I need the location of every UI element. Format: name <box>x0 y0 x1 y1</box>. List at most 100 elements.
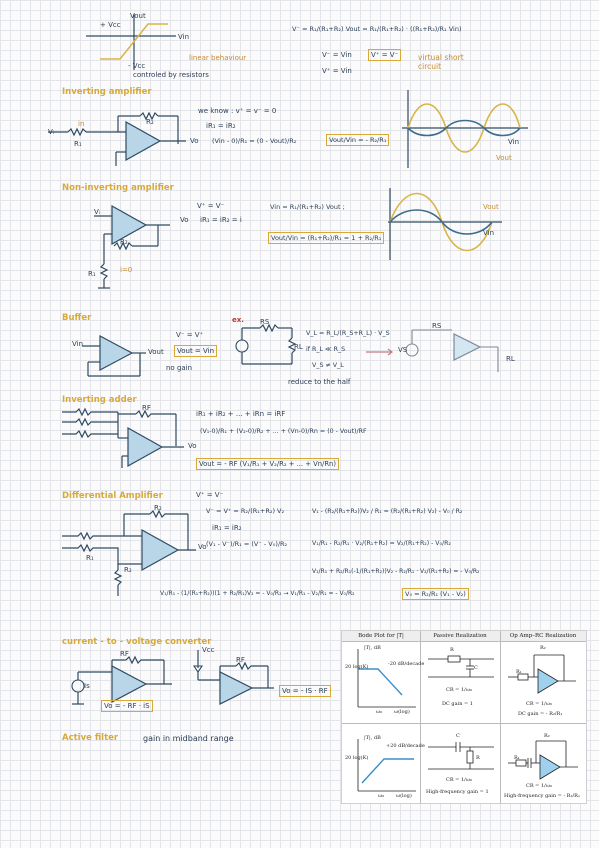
noninv-vo-label: Vo <box>180 216 189 224</box>
buffer-title: Buffer <box>62 313 92 323</box>
bode-highpass <box>357 739 416 792</box>
r2-cr2: CR = 1/ω₀ <box>526 783 552 789</box>
noninv-r2-label: R₂ <box>120 238 128 246</box>
voltage-divider-circuit <box>235 323 297 365</box>
adder-rf-label: RF <box>142 404 151 412</box>
r2-db: |T|, dB <box>364 735 381 741</box>
vplus-vin: V⁺ = Vin <box>322 67 352 75</box>
diff-veq: V⁺ = V⁻ <box>196 491 224 499</box>
opamp-highpass <box>508 740 578 780</box>
active-title: Active filter <box>62 733 119 743</box>
table-header-passive: Passive Realization <box>433 633 487 639</box>
noninv-vin-wave-label: Vin <box>483 229 495 237</box>
diff-right2: V₁/R₁ - R₂/R₁ · V₂/(R₁+R₂) = V₂/(R₁+R₂) … <box>312 540 451 547</box>
buffered-rl-label: RL <box>506 355 515 363</box>
adder-circuit <box>62 407 184 468</box>
adder-result: Vout = - RF (V₁/R₁ + V₂/R₂ + ... + Vn/Rn… <box>196 458 340 470</box>
diff-vo-label: Vo <box>198 543 207 551</box>
differential-circuit <box>62 509 196 596</box>
r2-hf: High-frequency gain = 1 <box>426 789 489 795</box>
r1-r-label: R <box>450 647 454 653</box>
divider-vs-vl: V_S ≠ V_L <box>312 362 344 369</box>
vminus-equation: V⁻ = R₁/(R₁+R₂) Vout = R₁/(R₁+R₂) · ((R₁… <box>292 25 462 33</box>
transfer-characteristic-plot <box>86 14 176 70</box>
diff-line2: iR₁ = iR₂ <box>212 524 242 532</box>
buffered-vs-label: VS <box>398 346 408 354</box>
inv-vin-wave-label: Vin <box>508 138 520 146</box>
noninverting-waveform <box>388 188 502 260</box>
inv-currents: iR₁ = iR₂ <box>206 122 236 130</box>
inv-in-label: in <box>78 120 85 128</box>
converter-circuit-right <box>192 650 274 705</box>
r2-r1-label: R₁ <box>514 755 520 761</box>
r1-db: |T|, dB <box>364 645 381 651</box>
virtual-short-equation: V⁺ = V⁻ <box>368 49 402 61</box>
conv-left-result: Vo = - RF · iS <box>101 700 153 712</box>
table-header-bode: Bode Plot for |T| <box>358 633 404 639</box>
inv-we-know: we know : v⁺ = v⁻ = 0 <box>198 107 277 115</box>
diff-r2b-label: R₂ <box>124 566 132 574</box>
buffer-veq: V⁻ = V⁺ <box>176 331 204 339</box>
buffer-vout-label: Vout <box>148 348 164 356</box>
diff-right3: V₁/R₁ + R₂/R₁(-1/(R₁+R₂))V₂ - R₂/R₁ · V₂… <box>312 568 480 575</box>
buffer-no-gain: no gain <box>166 364 193 372</box>
converter-title: current - to - voltage converter <box>62 637 212 647</box>
r2-hf2: High-frequency gain = - R₂/R₁ <box>504 793 580 799</box>
inverting-title: Inverting amplifier <box>62 87 152 97</box>
noninv-veq: V⁺ = V⁻ <box>197 202 225 210</box>
passive-lowpass <box>428 655 494 678</box>
r2-r2-label: R₂ <box>544 733 550 739</box>
conv-is-label: Is <box>84 682 90 690</box>
vcc-label: + Vcc <box>100 21 121 29</box>
adder-equation: (V₁-0)/R₁ + (V₂-0)/R₂ + ... + (Vn-0)/Rn … <box>200 428 367 435</box>
divider-equation: V_L = R_L/(R_S+R_L) · V_S <box>306 330 390 337</box>
divider-condition: if R_L ≪ R_S <box>306 346 346 353</box>
divider-reduce: reduce to the half <box>288 378 351 386</box>
controlled-label: controled by resistors <box>133 71 209 79</box>
r2-cr: CR = 1/ω₀ <box>446 777 472 783</box>
r2-r-label: R <box>476 755 480 761</box>
buffer-vin-label: Vin <box>72 340 84 348</box>
adder-vo-label: Vo <box>188 442 197 450</box>
conv-rf-label: RF <box>120 650 129 658</box>
r1-axis: ω(log) <box>394 709 410 715</box>
conv-vcc-label: Vcc <box>202 646 215 654</box>
r1-cr: CR = 1/ω₀ <box>446 687 472 693</box>
diff-line3: (V₁ - V⁻)/R₁ = (V⁻ - V₀)/R₂ <box>206 540 288 548</box>
diff-r1-label: R₁ <box>86 554 94 562</box>
r1-cr2: CR = 1/ω₀ <box>526 701 552 707</box>
adder-title: Inverting adder <box>62 395 137 405</box>
r1-level: 20 log(K) <box>345 664 369 670</box>
inv-vout-wave-label: Vout <box>496 154 512 162</box>
inv-vi-label: Vᵢ <box>48 128 55 136</box>
noninv-vin-eq: Vin = R₁/(R₁+R₂) Vout ; <box>270 203 345 211</box>
virtual-short-label: virtual short circuit <box>418 53 464 71</box>
r1-r1-label: R₁ <box>516 669 522 675</box>
diff-title: Differential Amplifier <box>62 491 163 501</box>
r1-r2-label: R₂ <box>540 645 546 651</box>
buffer-arrow <box>366 348 393 356</box>
diff-right1: V₁ - (R₂/(R₁+R₂))V₂ / R₁ = (R₂/(R₁+R₂) V… <box>312 508 463 515</box>
diff-result: V₀ = R₂/R₁ (V₁ - V₂) <box>402 588 469 600</box>
buffered-rs-label: RS <box>432 322 442 330</box>
r1-c-label: C <box>474 665 478 671</box>
diff-line4: V₁/R₁ - (1/(R₁+R₂))(1 + R₂/R₁)V₂ = - V₀/… <box>160 590 355 597</box>
diff-r2-label: R₂ <box>154 504 162 512</box>
inverting-circuit <box>48 111 186 166</box>
active-desc: gain in midband range <box>143 734 234 743</box>
converter-circuit-left <box>71 655 172 705</box>
vout-axis-label: Vout <box>130 12 146 20</box>
inv-r2-label: R₂ <box>146 118 154 126</box>
noninv-currents: iR₁ = iR₂ = i <box>200 216 242 224</box>
buffer-circuit <box>82 335 146 377</box>
r2-c-label: C <box>456 733 460 739</box>
diff-line1: V⁻ = V⁺ = R₂/(R₁+R₂) V₂ <box>206 507 285 515</box>
buffered-divider-circuit <box>405 329 499 372</box>
r1-w0: ω₀ <box>376 709 383 715</box>
conv-right-result: Vo = - IS · RF <box>279 685 331 697</box>
inv-gain-result: Vout/Vin = - R₂/R₁ <box>326 134 390 146</box>
opamp-lowpass <box>508 654 576 694</box>
noninv-title: Non-inverting amplifier <box>62 183 174 193</box>
r2-w0: ω₀ <box>378 793 385 799</box>
noninverting-circuit <box>94 204 170 289</box>
